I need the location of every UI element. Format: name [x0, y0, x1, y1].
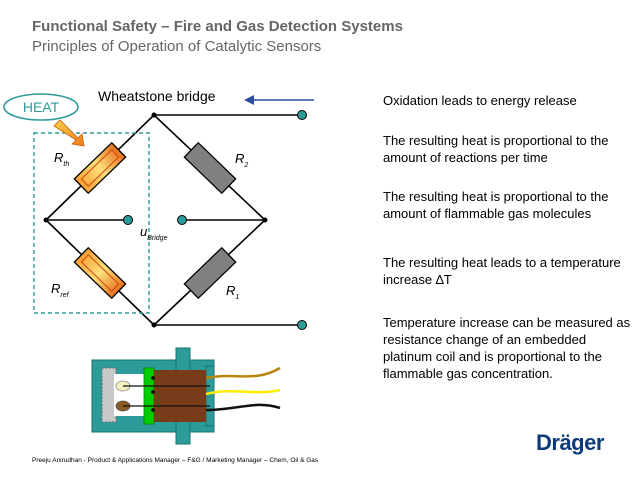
page-title: Functional Safety – Fire and Gas Detecti…	[32, 18, 403, 35]
sensor-cross-section	[91, 347, 281, 445]
node-bottom	[151, 322, 157, 328]
blue-arrow	[244, 95, 314, 105]
sensor-body	[154, 370, 206, 422]
label-r1: R1	[226, 283, 239, 301]
heat-arrow	[53, 119, 85, 147]
resistor-rref	[73, 246, 127, 300]
terminal-bottom	[297, 320, 307, 330]
node-left	[43, 217, 49, 223]
bullet-heat-reactions: The resulting heat is proportional to th…	[383, 133, 609, 165]
heat-oval	[3, 93, 79, 121]
sensor-wire-brown	[205, 366, 281, 380]
page-subtitle: Principles of Operation of Catalytic Sen…	[32, 38, 322, 55]
node-right	[262, 217, 268, 223]
resistor-r2	[183, 141, 237, 195]
drager-logo: Dräger	[536, 430, 604, 455]
bullet-measurement: Temperature increase can be measured as …	[383, 315, 631, 381]
bullet-heat-molecules: The resulting heat is proportional to th…	[383, 189, 609, 221]
terminal-top	[297, 110, 307, 120]
bridge-wires	[45, 114, 302, 326]
label-rth: Rth	[54, 150, 69, 168]
resistor-rth	[73, 141, 127, 195]
resistor-r1	[183, 246, 237, 300]
sensor-filter	[101, 367, 117, 423]
label-ubridge: uBridge	[140, 224, 168, 242]
terminal-mid-left	[123, 215, 133, 225]
heat-label: HEAT	[23, 99, 60, 115]
sensor-wire-yellow	[205, 388, 281, 396]
bullet-temperature: The resulting heat leads to a temperatur…	[383, 255, 621, 287]
terminal-mid-right	[177, 215, 187, 225]
footer-credit: Preeju Anirudhan - Product & Application…	[32, 457, 319, 464]
bridge-label: Wheatstone bridge	[98, 88, 216, 104]
label-r2: R2	[235, 151, 248, 169]
label-rref: Rref	[51, 281, 70, 299]
bullet-oxidation: Oxidation leads to energy release	[383, 93, 577, 108]
sensor-wire-black	[205, 403, 281, 412]
sensor-dashed-box	[33, 132, 150, 314]
node-top	[151, 112, 157, 118]
